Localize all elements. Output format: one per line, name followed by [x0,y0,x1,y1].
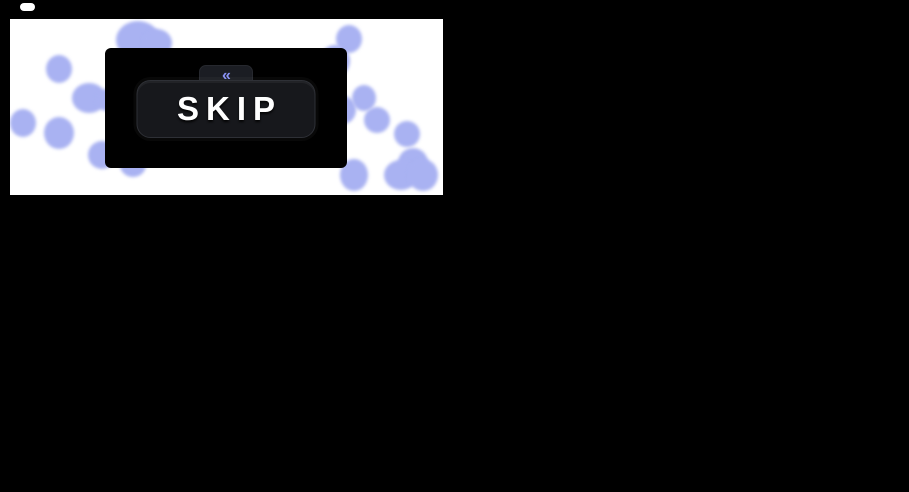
drawing-canvas[interactable]: « SKIP [10,19,443,195]
paint-blob [408,159,438,191]
paint-blob [10,109,36,137]
white-speck [20,3,35,11]
skip-button-label: SKIP [176,90,283,127]
paint-blob [46,55,72,83]
skip-button[interactable]: SKIP [136,80,316,138]
paint-blob [44,117,74,149]
skip-overlay: « SKIP [105,48,347,168]
paint-blob [364,107,390,133]
paint-blob [394,121,420,147]
double-chevron-left-icon: « [222,66,231,84]
paint-blob [352,85,376,111]
